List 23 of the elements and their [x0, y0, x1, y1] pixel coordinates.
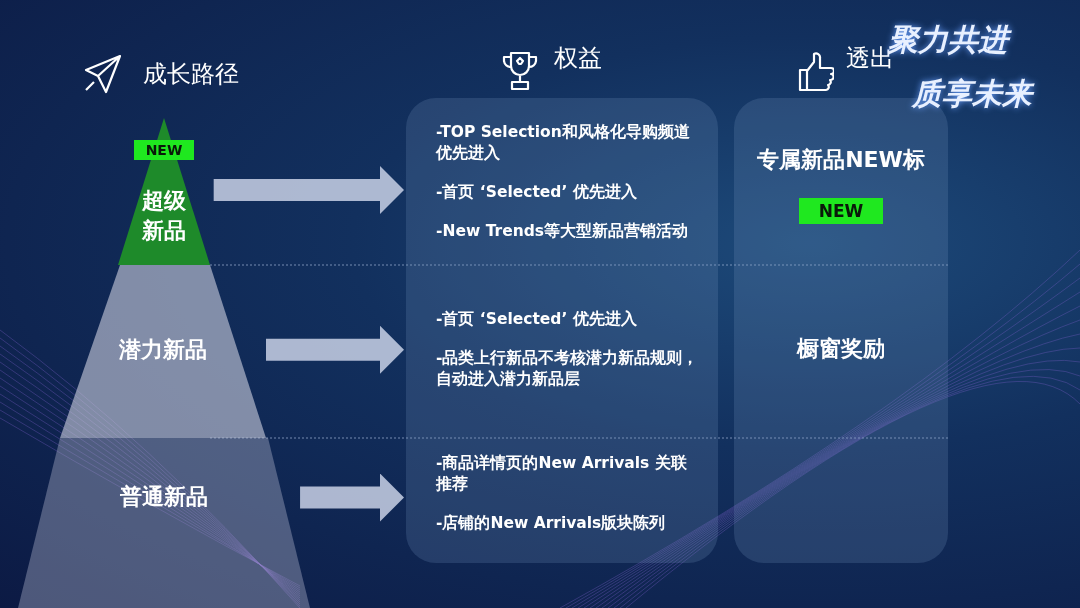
- badge-label: NEW: [145, 142, 183, 158]
- pyramid-tier: [18, 438, 310, 608]
- benefit-item: -商品详情页的New Arrivals 关联推荐: [436, 453, 688, 495]
- block-arrow: [266, 325, 404, 374]
- tier-label: 超级新品: [141, 187, 187, 245]
- benefit-item: -品类上行新品不考核潜力新品规则，自动进入潜力新品层: [436, 348, 700, 390]
- column-heading: 权益: [554, 43, 602, 74]
- new-badge: [799, 198, 883, 224]
- benefit-item: -首页 ‘Selected’ 优先进入: [436, 309, 638, 330]
- benefit-item: -店铺的New Arrivals版块陈列: [436, 513, 667, 534]
- benefit-item: -TOP Selection和风格化导购频道优先进入: [436, 122, 691, 164]
- tier-label: 潜力新品: [118, 336, 208, 364]
- pyramid-tier: [118, 118, 210, 265]
- badge-label: NEW: [818, 201, 864, 221]
- benefit-item: -首页 ‘Selected’ 优先进入: [436, 182, 638, 203]
- block-arrow: [300, 473, 404, 522]
- block-arrow: [213, 166, 404, 215]
- tier-label: 普通新品: [119, 483, 209, 511]
- pyramid-tier: [60, 265, 266, 438]
- benefit-title: 专属新品NEW标: [756, 146, 926, 174]
- benefit-item: -New Trends等大型新品营销活动: [436, 221, 689, 242]
- new-badge: [134, 140, 194, 160]
- column-heading: 成长路径: [143, 59, 239, 90]
